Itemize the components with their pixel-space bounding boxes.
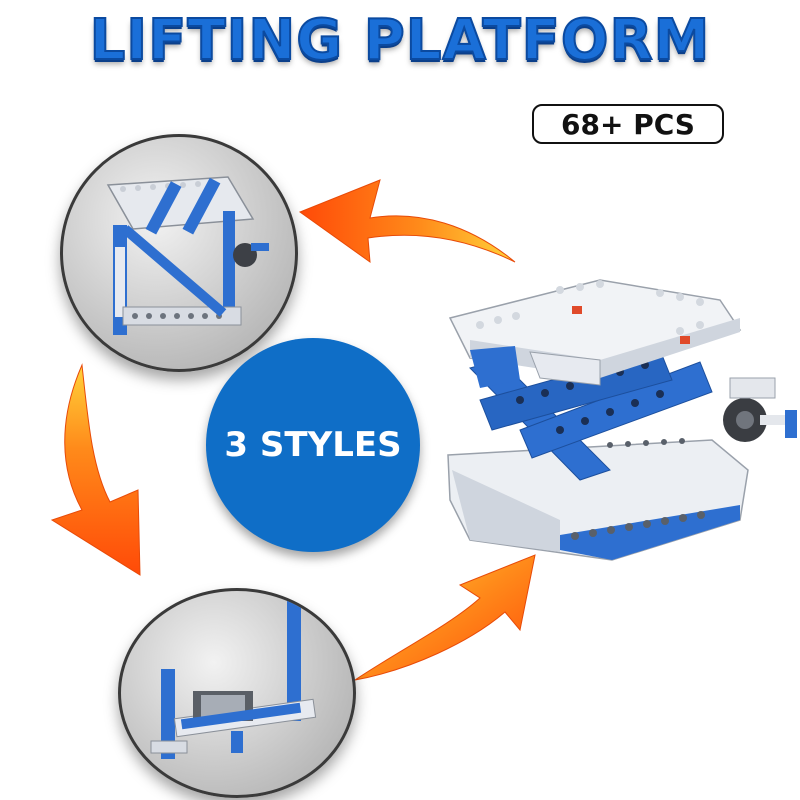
styles-count-label: 3 STYLES <box>224 425 402 465</box>
arrow-top <box>298 179 516 264</box>
page-title: LIFTING PLATFORM <box>89 7 711 74</box>
arrow-left <box>50 363 141 576</box>
gate-model-figure <box>106 176 269 335</box>
arm-model-figure <box>150 601 317 759</box>
arrow-bottom <box>354 554 536 681</box>
styles-count-circle: 3 STYLES <box>206 338 420 552</box>
style-1-image <box>60 134 298 372</box>
piece-count-badge: 68+ PCS <box>532 104 724 144</box>
style-2-image <box>118 588 356 798</box>
